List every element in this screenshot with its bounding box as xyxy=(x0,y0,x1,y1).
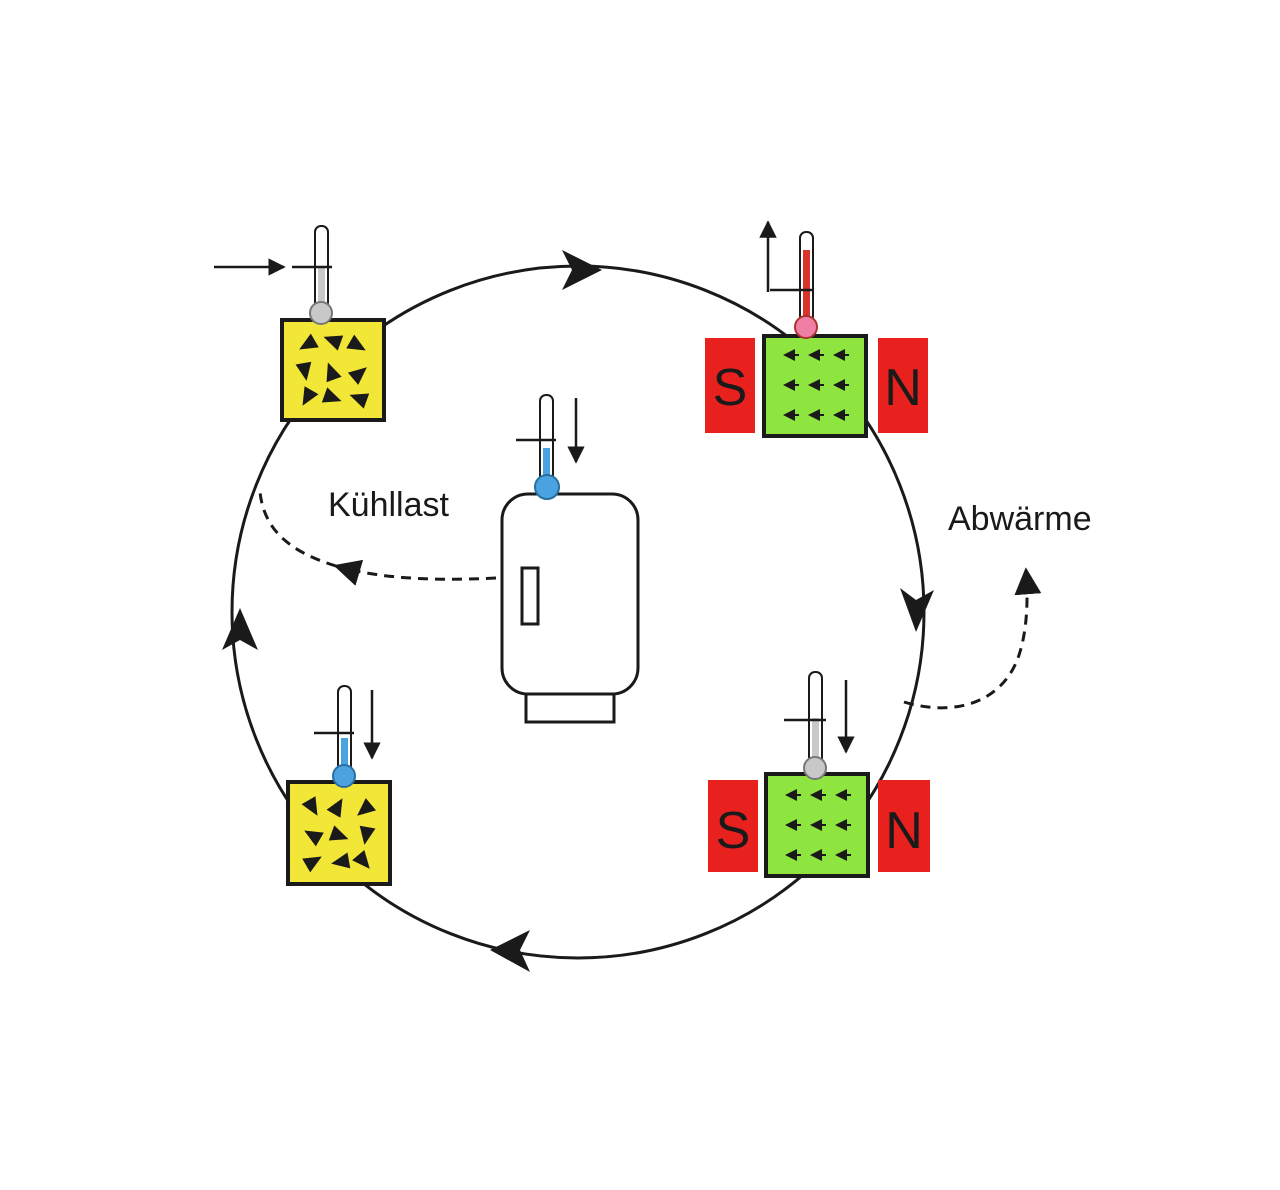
thermometer-cold xyxy=(314,685,356,788)
cooling-load-label: Kühllast xyxy=(328,486,450,524)
waste-heat-flow: Abwärme xyxy=(903,500,1092,710)
refrigerator-body xyxy=(500,492,640,696)
cycle-arrow-top xyxy=(562,250,602,290)
stage-bottom-right: S N xyxy=(708,671,930,878)
magnet-north-label: N xyxy=(885,802,923,860)
refrigerator-handle xyxy=(520,566,540,626)
thermometer-hot xyxy=(770,231,818,339)
cycle-arrow-left xyxy=(222,608,258,650)
magnet-north xyxy=(878,338,928,433)
magnet-north xyxy=(878,780,930,872)
cooling-load-flow: Kühllast xyxy=(258,486,497,586)
magnet-south-label: S xyxy=(716,802,751,860)
magnet-south xyxy=(708,780,758,872)
stage-bottom-left xyxy=(286,685,392,886)
waste-heat-label: Abwärme xyxy=(948,500,1092,538)
stage-top-left xyxy=(214,225,386,422)
stage-top-right: S N xyxy=(705,220,928,438)
cycle-direction-arrows xyxy=(222,250,934,972)
cycle-arrow-bottom xyxy=(490,930,530,972)
magnet-south xyxy=(705,338,755,433)
cooling-load-dashed-arrow xyxy=(333,559,497,586)
waste-heat-dashed-arrow xyxy=(903,567,1042,710)
thermometer xyxy=(784,671,827,780)
thermometer xyxy=(292,225,333,325)
random-spin-arrows xyxy=(300,794,377,875)
thermometer-cold xyxy=(516,394,560,500)
cooling-load-dashed-link xyxy=(258,491,337,568)
magnet-north-label: N xyxy=(884,359,922,417)
cycle-arrow-right xyxy=(900,588,934,632)
magnet-south-label: S xyxy=(713,359,748,417)
refrigerator xyxy=(500,394,640,724)
